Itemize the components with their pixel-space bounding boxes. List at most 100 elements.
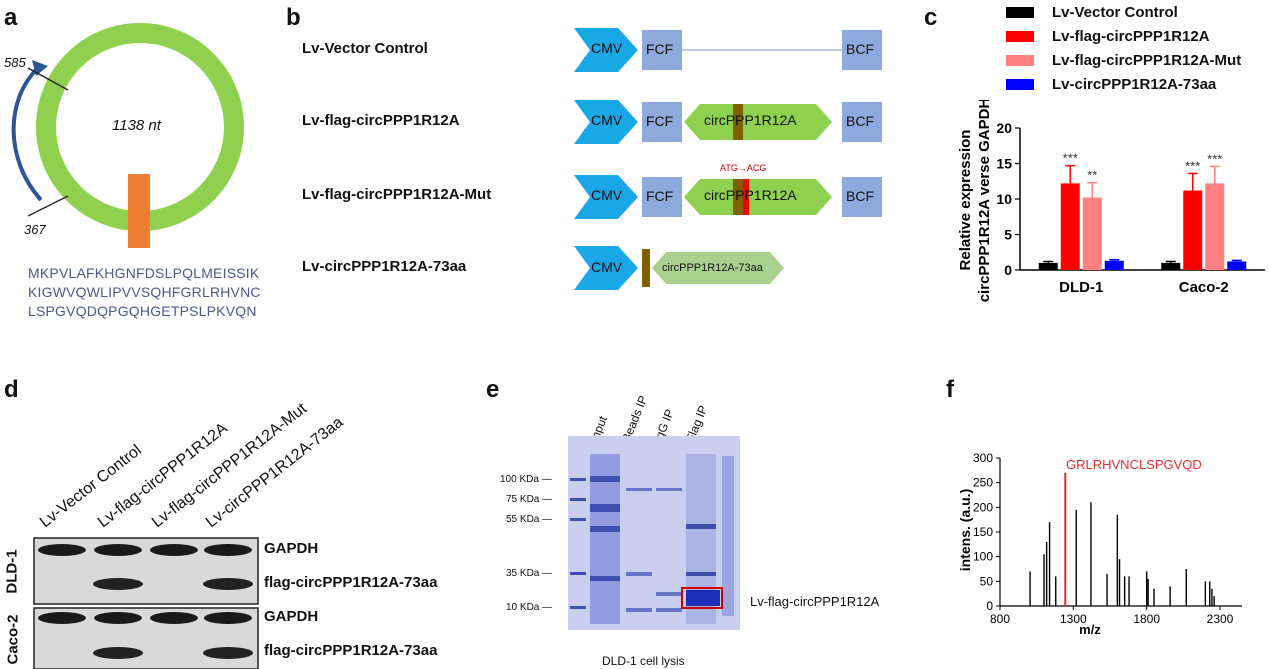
mutation-label: ATG→ACG <box>720 163 767 173</box>
panel-label-c: c <box>924 4 938 31</box>
orf-block <box>128 174 150 248</box>
band-label-flag-2: flag-circPPP1R12A-73aa <box>264 642 438 659</box>
band-caco2-gapdh-2 <box>94 612 142 624</box>
expression-bar-chart: Relative expression circPPP1R12A verse G… <box>957 100 1265 302</box>
legend-item-3: Lv-flag-circPPP1R12A-Mut <box>1006 48 1241 72</box>
gel-marker-left-35 <box>570 572 586 575</box>
band-label-flag-1: flag-circPPP1R12A-73aa <box>264 574 438 591</box>
coomassie-gel <box>568 436 740 630</box>
gel-input-band-4 <box>590 576 620 581</box>
tick-367 <box>27 195 69 217</box>
orf-arrow <box>11 66 43 202</box>
ms-x-axis-label: m/z <box>1079 622 1101 637</box>
ms-y-tick-label: 200 <box>973 500 993 514</box>
gel-beads-band-3 <box>626 608 652 612</box>
panel-label-f: f <box>946 376 954 403</box>
insert-label-3: circPPP1R12A <box>704 187 797 203</box>
legend-swatch-3 <box>1006 54 1034 66</box>
seq-line-1: MKPVLAFKHGNFDSLPQLMEISSIK <box>28 265 260 281</box>
legend-item-2: Lv-flag-circPPP1R12A <box>1006 24 1241 48</box>
category-label: DLD-1 <box>1059 279 1103 296</box>
legend-label-2: Lv-flag-circPPP1R12A <box>1052 27 1210 45</box>
ms-y-tick-label: 0 <box>986 599 993 613</box>
ms-peptide-label: GRLRHVNCLSPGVQD <box>1066 457 1202 472</box>
bar <box>1104 260 1124 270</box>
pos-367: 367 <box>24 222 46 237</box>
bcf-label-1: BCF <box>846 41 874 57</box>
band-caco2-flag-4 <box>203 647 253 659</box>
category-label: Caco-2 <box>1179 279 1229 296</box>
y-tick-label: 0 <box>1004 262 1012 278</box>
seq-line-2: KIGWVQWLIPVVSQHFGRLRHVNC <box>28 284 261 300</box>
band-caco2-gapdh-3 <box>150 612 198 624</box>
circrna-diagram <box>11 23 244 248</box>
ms-y-tick-label: 150 <box>973 525 993 539</box>
y-axis-label-line2: circPPP1R12A verse GAPDH <box>976 100 993 302</box>
gel-marker-left-55 <box>570 518 586 521</box>
ms-x-tick-label: 1800 <box>1133 612 1160 626</box>
band-label-gapdh-1: GAPDH <box>264 540 319 557</box>
bar <box>1038 262 1058 270</box>
bar <box>1205 183 1225 270</box>
bcf-label-3: BCF <box>846 188 874 204</box>
lane-label-d-1: Lv-Vector Control <box>36 441 145 532</box>
bcf-box-2 <box>842 102 882 142</box>
legend-item-1: Lv-Vector Control <box>1006 0 1241 24</box>
bar <box>1060 183 1080 270</box>
fcf-box-2 <box>642 102 682 142</box>
gel-input-band-3 <box>590 526 620 532</box>
cmv-promoter-4 <box>574 246 638 290</box>
cell-label-caco2: Caco-2 <box>4 614 22 665</box>
band-dld1-gapdh-3 <box>150 544 198 556</box>
cmv-label-1: CMV <box>591 40 623 56</box>
gel-input-band-1 <box>590 476 620 482</box>
band-dld1-flag-2 <box>93 578 143 590</box>
panel-label-e: e <box>486 376 500 403</box>
flag-band-label: Lv-flag-circPPP1R12A <box>750 594 880 609</box>
ms-y-tick-label: 300 <box>973 451 993 465</box>
gel-flag-band-main <box>686 590 720 606</box>
gel-input-band-2 <box>590 504 620 512</box>
construct-diagrams <box>574 28 882 290</box>
bcf-label-2: BCF <box>846 113 874 129</box>
gel-igg-band-3 <box>656 608 682 612</box>
y-tick-label: 5 <box>1004 227 1012 243</box>
gel-igg-band-2 <box>656 592 682 596</box>
significance-label: ** <box>1087 168 1097 183</box>
band-dld1-gapdh-1 <box>38 544 86 556</box>
bcf-box-1 <box>842 30 882 70</box>
ms-x-tick-label: 800 <box>990 612 1010 626</box>
fcf-label-1: FCF <box>646 41 674 57</box>
panel-label-d: d <box>4 376 19 403</box>
legend-swatch-4 <box>1006 78 1034 90</box>
ms-y-tick-label: 50 <box>980 574 994 588</box>
legend-label-1: Lv-Vector Control <box>1052 3 1178 21</box>
band-dld1-gapdh-2 <box>94 544 142 556</box>
y-tick-label: 20 <box>996 120 1012 136</box>
construct-name-4: Lv-circPPP1R12A-73aa <box>302 258 467 275</box>
construct-name-1: Lv-Vector Control <box>302 40 428 57</box>
gel-beads-band-2 <box>626 572 652 576</box>
gel-highlight-box <box>681 587 723 609</box>
bar <box>1082 197 1102 270</box>
peptide-sequence: MKPVLAFKHGNFDSLPQLMEISSIK KIGWVQWLIPVVSQ… <box>28 264 261 321</box>
ms-x-tick-label: 1300 <box>1060 612 1087 626</box>
cmv-promoter-1 <box>574 28 638 72</box>
mw-marker-35: 35 KDa — <box>506 568 553 579</box>
ms-y-tick-label: 250 <box>973 476 993 490</box>
western-blot <box>33 537 259 669</box>
y-tick-label: 10 <box>996 191 1012 207</box>
cmv-label-3: CMV <box>591 187 623 203</box>
significance-label: *** <box>1185 158 1200 173</box>
flag-tag-3 <box>733 179 743 215</box>
mw-marker-55: 55 KDa — <box>506 514 553 525</box>
chart-legend: Lv-Vector Control Lv-flag-circPPP1R12A L… <box>1006 0 1241 96</box>
tick-585 <box>27 67 69 91</box>
legend-label-4: Lv-circPPP1R12A-73aa <box>1052 75 1217 93</box>
fcf-box-3 <box>642 177 682 217</box>
mutation-site <box>743 179 749 215</box>
cmv-label-2: CMV <box>591 112 623 128</box>
fcf-box-1 <box>642 30 682 70</box>
gel-flag-band-1 <box>686 524 716 529</box>
